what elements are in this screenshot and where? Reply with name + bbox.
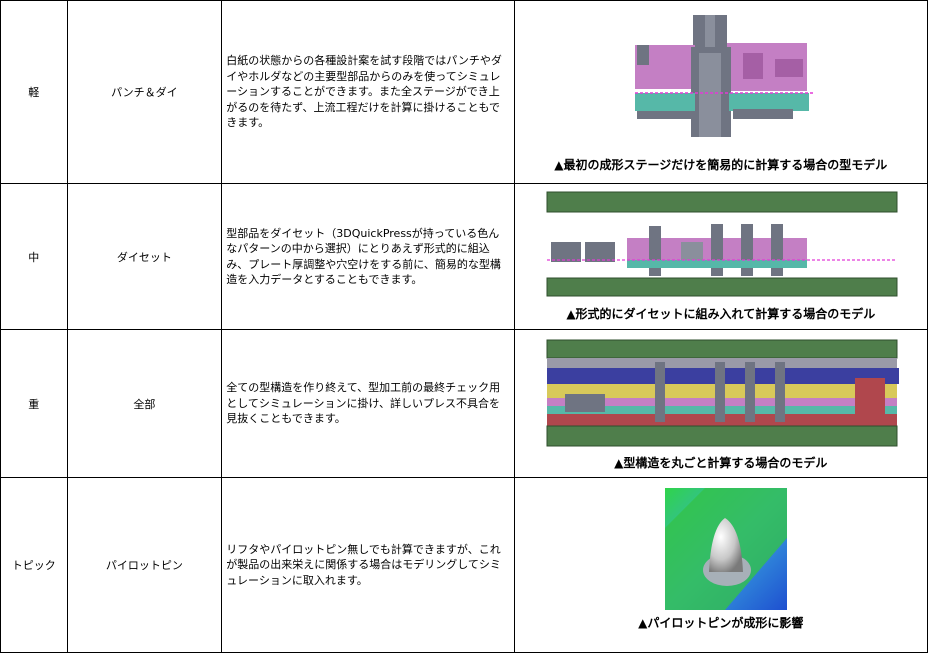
- table-row: トピック パイロットピン リフタやパイロットピン無しでも計算できますが、これが製…: [0, 477, 928, 653]
- figure-cell: ▲最初の成形ステージだけを簡易的に計算する場合の型モデル: [513, 0, 928, 184]
- figure-cell: ▲パイロットピンが成形に影響: [513, 477, 928, 653]
- full-die-model-image: [545, 338, 900, 448]
- scope-cell: パイロットピン: [66, 477, 223, 653]
- description-cell: 白紙の状態からの各種設計案を試す段階ではパンチやダイやホルダなどの主要型部品から…: [221, 0, 515, 184]
- level-cell: 中: [0, 183, 68, 330]
- pilot-pin-image: [664, 488, 787, 610]
- scope-cell: パンチ＆ダイ: [66, 0, 223, 184]
- figure-caption: ▲型構造を丸ごと計算する場合のモデル: [614, 456, 828, 470]
- figure-cell: ▲形式的にダイセットに組み入れて計算する場合のモデル: [513, 183, 928, 330]
- figure-caption: ▲パイロットピンが成形に影響: [638, 616, 804, 630]
- scope-cell: 全部: [66, 329, 223, 478]
- level-cell: 軽: [0, 0, 68, 184]
- figure-caption: ▲最初の成形ステージだけを簡易的に計算する場合の型モデル: [554, 158, 888, 172]
- table-row: 軽 パンチ＆ダイ 白紙の状態からの各種設計案を試す段階ではパンチやダイやホルダな…: [0, 0, 928, 184]
- table-row: 重 全部 全ての型構造を作り終えて、型加工前の最終チェック用としてシミュレーショ…: [0, 329, 928, 478]
- table-row: 中 ダイセット 型部品をダイセット（3DQuickPressが持っている色んなパ…: [0, 183, 928, 330]
- figure-caption: ▲形式的にダイセットに組み入れて計算する場合のモデル: [566, 307, 876, 321]
- description-cell: リフタやパイロットピン無しでも計算できますが、これが製品の出来栄えに関係する場合…: [221, 477, 515, 653]
- level-cell: 重: [0, 329, 68, 478]
- description-cell: 全ての型構造を作り終えて、型加工前の最終チェック用としてシミュレーションに掛け、…: [221, 329, 515, 478]
- level-cell: トピック: [0, 477, 68, 653]
- description-cell: 型部品をダイセット（3DQuickPressが持っている色んなパターンの中から選…: [221, 183, 515, 330]
- punch-die-model-image: [634, 13, 815, 145]
- dieset-model-image: [545, 190, 900, 298]
- figure-cell: ▲型構造を丸ごと計算する場合のモデル: [513, 329, 928, 478]
- scope-cell: ダイセット: [66, 183, 223, 330]
